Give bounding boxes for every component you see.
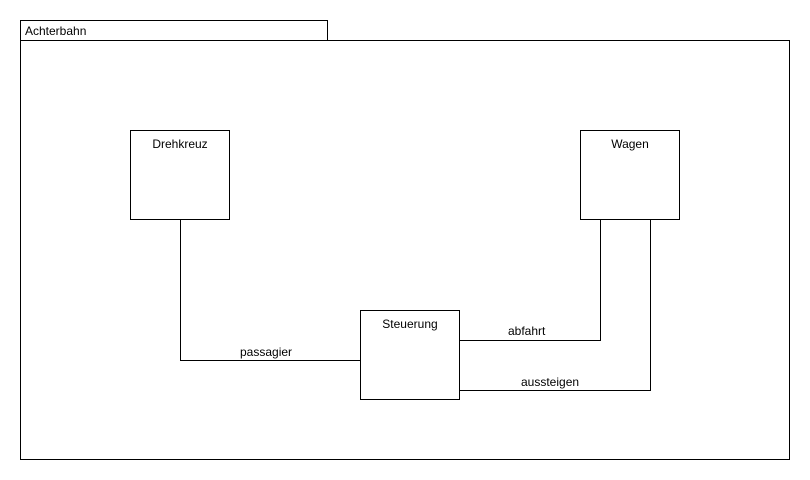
connector-abfahrt[interactable]: [460, 220, 601, 341]
connector-aussteigen-label: aussteigen: [521, 375, 580, 389]
component-drehkreuz[interactable]: Drehkreuz: [130, 130, 230, 220]
component-steuerung[interactable]: Steuerung: [360, 310, 460, 400]
connector-passagier[interactable]: [180, 220, 361, 361]
component-drehkreuz-label: Drehkreuz: [152, 137, 208, 151]
connector-aussteigen[interactable]: [460, 220, 651, 391]
connector-passagier-label: passagier: [240, 345, 293, 359]
component-wagen-label: Wagen: [611, 137, 649, 151]
package-name: Achterbahn: [25, 24, 87, 38]
component-steuerung-label: Steuerung: [382, 317, 438, 331]
component-wagen[interactable]: Wagen: [580, 130, 680, 220]
connector-abfahrt-label: abfahrt: [508, 324, 546, 338]
